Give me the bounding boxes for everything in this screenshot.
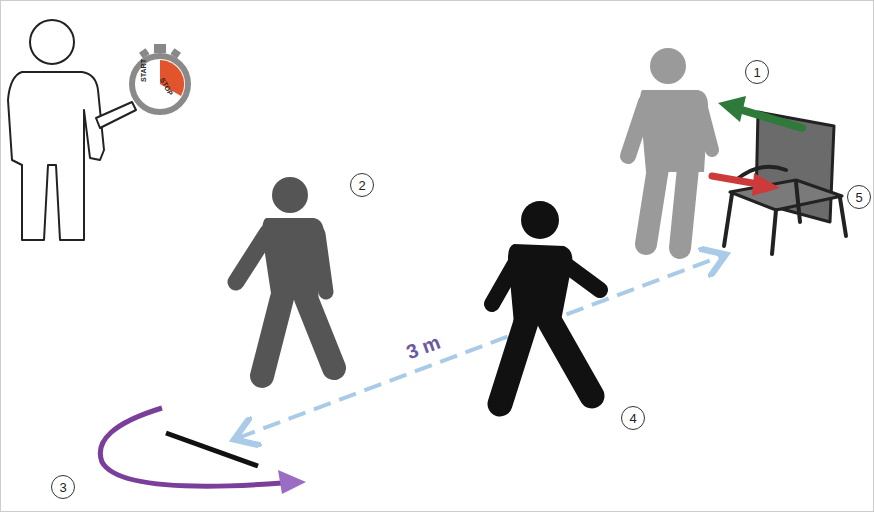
callout-circle: 1 (745, 60, 769, 84)
callout-circle: 2 (350, 173, 374, 197)
turn-line (166, 433, 258, 466)
walking-person (236, 177, 334, 376)
callout-number: 5 (855, 191, 862, 204)
callout-circle: 5 (847, 185, 871, 209)
rising-person (628, 48, 712, 248)
stopwatch-text: START (140, 59, 147, 82)
timekeeper-figure (8, 20, 136, 240)
callout-circle: 3 (51, 475, 75, 499)
callout-number: 2 (358, 179, 365, 192)
motion-arrows (712, 96, 802, 196)
returning-person (492, 201, 600, 404)
callout-circle: 4 (621, 406, 645, 430)
distance-label: 3 m (401, 331, 446, 364)
callout-number: 4 (629, 412, 636, 425)
stopwatch (132, 44, 188, 112)
callout-number: 3 (59, 481, 66, 494)
turn-arrow (100, 408, 306, 494)
callout-number: 1 (753, 66, 760, 79)
